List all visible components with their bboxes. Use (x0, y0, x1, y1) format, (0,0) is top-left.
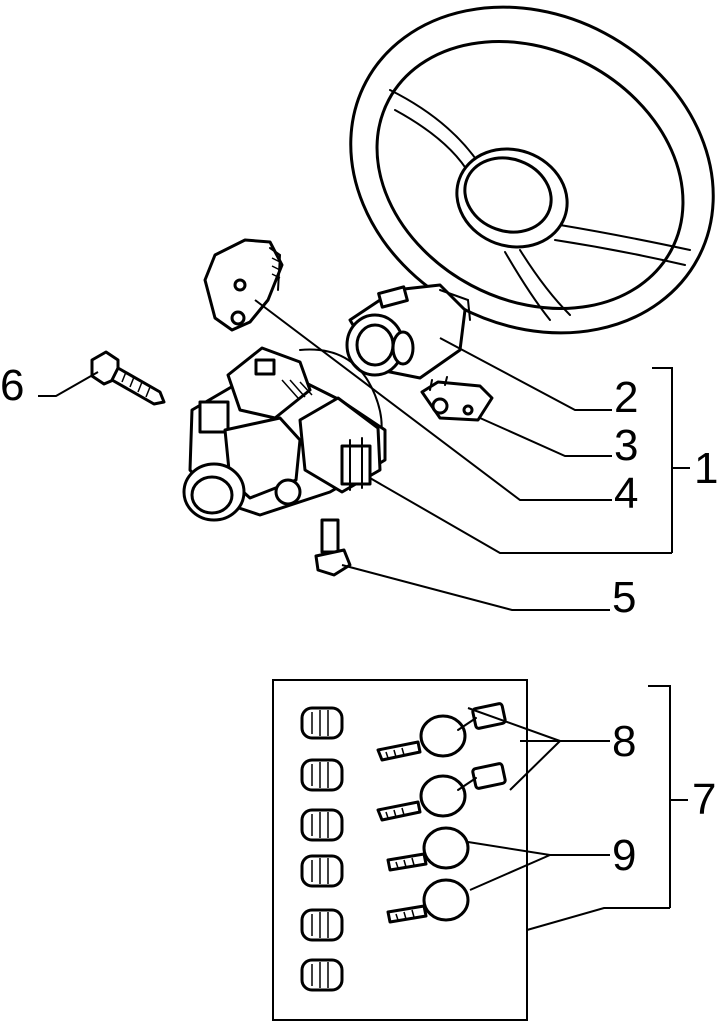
callout-4: 4 (614, 469, 638, 518)
cylinder-barrel (300, 854, 344, 888)
key-plain (386, 878, 470, 924)
callout-6: 6 (0, 361, 24, 410)
callout-5: 5 (612, 573, 636, 622)
cylinder-barrel (300, 808, 344, 842)
cylinder-barrel (300, 758, 344, 792)
steering-wheel (349, 5, 715, 335)
callout-7: 7 (692, 775, 716, 824)
lock-cylinder-housing (345, 283, 471, 380)
bracket-part (203, 238, 284, 332)
small-switch-part (420, 376, 494, 422)
key-plain (386, 826, 470, 872)
shear-screw (90, 350, 166, 406)
hex-bolt (314, 518, 352, 577)
callout-8: 8 (612, 717, 636, 766)
callout-3: 3 (614, 421, 638, 470)
key-with-tag (376, 762, 507, 822)
ignition-lock-assembly (182, 346, 387, 522)
cylinder-barrel (300, 908, 344, 942)
cylinder-barrel (300, 706, 344, 740)
callout-1: 1 (694, 444, 718, 493)
lock-set-box (272, 679, 528, 1021)
cylinder-barrel (300, 958, 344, 992)
callout-9: 9 (612, 831, 636, 880)
callout-2: 2 (614, 373, 638, 422)
leader-lines (38, 299, 690, 931)
